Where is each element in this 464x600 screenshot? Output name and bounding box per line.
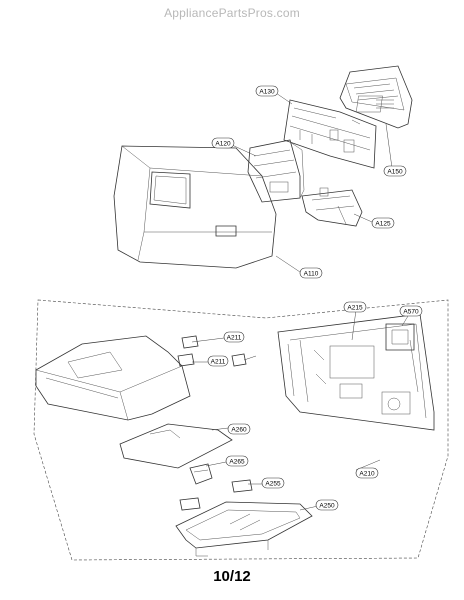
callout-a215: A215: [343, 301, 367, 313]
assembly-boundary: [33, 299, 449, 561]
callout-a260: A260: [227, 423, 251, 435]
part-a260-gasket: [119, 423, 233, 469]
part-a110-control-panel: [113, 145, 277, 269]
callout-a211-upper: A211: [223, 331, 245, 343]
page-number: 10/12: [213, 568, 251, 585]
svg-text:A210: A210: [359, 471, 375, 478]
part-a210-top-cover: [35, 335, 191, 421]
callout-a110: A110: [299, 267, 323, 279]
part-a125-bracket: [301, 187, 363, 227]
callout-a250: A250: [315, 499, 339, 511]
callout-a210: A210: [355, 467, 379, 479]
svg-text:A120: A120: [215, 141, 231, 148]
part-a250-tray: [175, 501, 313, 557]
part-a215-rear-frame: [277, 313, 435, 431]
svg-text:A150: A150: [387, 169, 403, 176]
callout-a570: A570: [399, 305, 423, 317]
svg-text:A211: A211: [227, 335, 242, 342]
svg-text:A570: A570: [403, 309, 419, 316]
part-a150-cover: [339, 65, 413, 129]
svg-text:A125: A125: [375, 221, 391, 228]
callout-a265: A265: [225, 455, 249, 467]
svg-text:A215: A215: [347, 305, 363, 312]
part-a570-plate: [385, 323, 415, 351]
leader-lines: [191, 92, 409, 511]
callout-a130: A130: [255, 85, 279, 97]
part-a211-clips: [177, 335, 247, 367]
watermark-text: AppliancePartsPros.com: [164, 6, 300, 20]
svg-text:A250: A250: [319, 503, 335, 510]
part-a130-pcb: [283, 99, 377, 169]
part-a265-hinge: [189, 463, 213, 485]
callout-a150: A150: [383, 165, 407, 177]
svg-text:A110: A110: [304, 271, 319, 278]
callout-a125: A125: [371, 217, 395, 229]
part-a255-latch: [179, 479, 253, 511]
callout-a211-lower: A211: [207, 355, 229, 367]
callout-a255: A255: [261, 477, 285, 489]
callout-a120: A120: [211, 137, 235, 149]
svg-text:A211: A211: [211, 359, 226, 366]
part-a120-display-board: [247, 139, 305, 203]
svg-text:A255: A255: [265, 481, 281, 488]
svg-text:A130: A130: [259, 89, 275, 96]
svg-text:A260: A260: [231, 427, 247, 434]
svg-text:A265: A265: [229, 459, 245, 466]
